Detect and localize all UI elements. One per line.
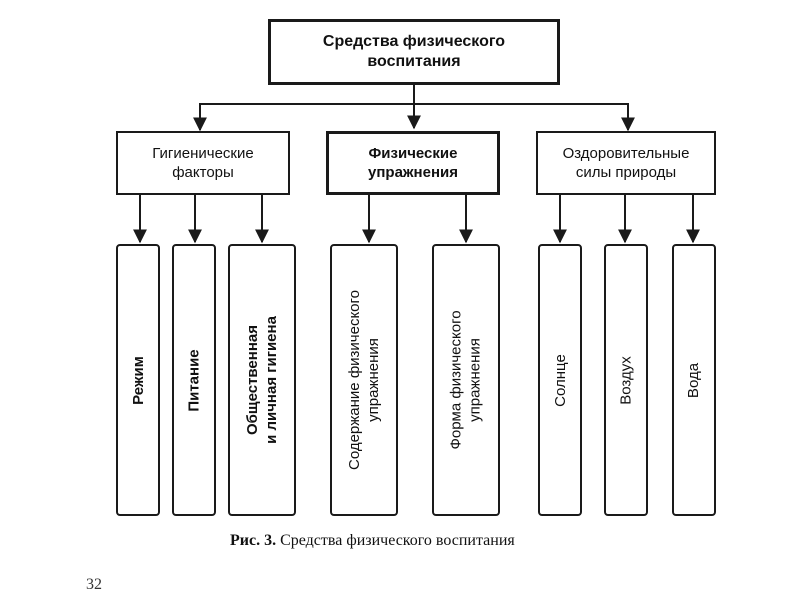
bus-root-right [414,103,635,132]
leaf-soderzhanie-line-1: Содержание физического [346,289,363,471]
figure-caption-text: Средства физического воспитания [280,532,515,549]
leaf-rezhim: Режим [116,244,160,516]
leaf-forma-line-1: Форма физического [448,310,466,450]
leaf-soderzhanie-line-2: упражнения [365,338,382,422]
leaf-forma: Форма физического упражнения [432,244,500,516]
root-line-1: Средства физического [322,33,506,50]
leaf-solntse: Солнце [538,244,582,516]
leaf-gigiena: Общественная и личная гигиена [228,244,296,516]
root-node: Средства физического воспитания [268,19,560,85]
leaf-solntse-line-1: Солнце [551,353,569,407]
figure-number: Рис. 3. [230,532,277,549]
category-physical-line-1: Физические [368,145,458,162]
category-nature-line-2: силы природы [575,164,677,181]
leaf-pitanie-line-1: Питание [185,348,203,412]
leaf-gigiena-line-1: Общественная [244,324,262,436]
leaf-forma-line-2: упражнения [467,338,485,422]
category-physical: Физические упражнения [326,131,500,195]
category-hygiene-line-2: факторы [172,164,234,181]
page-number: 32 [86,576,102,593]
leaf-vozdukh-line-1: Воздух [617,355,635,405]
category-hygiene: Гигиенические факторы [116,131,290,195]
category-nature-line-1: Оздоровительные [562,145,690,162]
bus-root-left [193,103,414,132]
leaf-vozdukh: Воздух [604,244,648,516]
category-hygiene-line-1: Гигиенические [152,145,254,162]
leaf-voda-line-1: Вода [685,362,703,398]
root-line-2: воспитания [367,53,461,70]
leaf-voda: Вода [672,244,716,516]
leaf-soderzhanie: Содержание физического упражнения [330,244,398,516]
leaf-gigiena-line-2: и личная гигиена [263,316,281,444]
figure-caption: Рис. 3. Средства физического воспитания [230,532,790,550]
leaf-pitanie: Питание [172,244,216,516]
category-nature: Оздоровительные силы природы [536,131,716,195]
category-physical-line-2: упражнения [368,164,458,181]
leaf-rezhim-line-1: Режим [129,355,147,405]
